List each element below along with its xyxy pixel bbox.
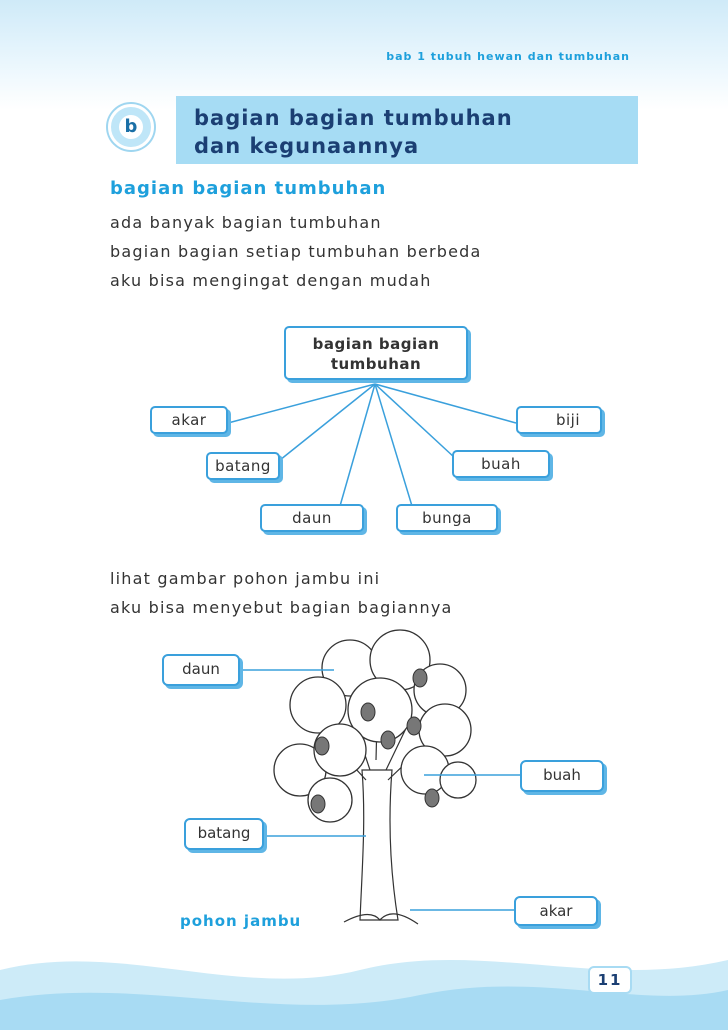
diagram-root: bagian bagian tumbuhan bbox=[284, 326, 468, 380]
diagram-node-batang: batang bbox=[206, 452, 280, 480]
diagram-root-line-1: bagian bagian bbox=[286, 334, 466, 354]
diagram-root-line-2: tumbuhan bbox=[286, 354, 466, 374]
connector-batang bbox=[280, 384, 375, 460]
page-number: 11 bbox=[588, 966, 632, 994]
tree-label-akar: akar bbox=[514, 896, 598, 926]
intro-line: bagian bagian setiap tumbuhan berbeda bbox=[110, 237, 482, 266]
tree-trunk bbox=[360, 770, 398, 920]
tree-intro-line: aku bisa menyebut bagian bagiannya bbox=[110, 593, 453, 622]
section-title-line-1: bagian bagian tumbuhan bbox=[194, 104, 634, 132]
diagram-node-buah: buah bbox=[452, 450, 550, 478]
tree-figure: daun buah batang akar bbox=[0, 620, 728, 960]
diagram-node-akar: akar bbox=[150, 406, 228, 434]
section-title: bagian bagian tumbuhan dan kegunaannya bbox=[194, 104, 634, 160]
parts-diagram: bagian bagian tumbuhan akar biji batang … bbox=[0, 320, 728, 540]
subheading: bagian bagian tumbuhan bbox=[110, 178, 386, 199]
tree-label-daun: daun bbox=[162, 654, 240, 686]
section-badge: b bbox=[108, 104, 154, 150]
running-head: bab 1 tubuh hewan dan tumbuhan bbox=[386, 50, 630, 63]
intro-paragraph: ada banyak bagian tumbuhan bagian bagian… bbox=[110, 208, 482, 295]
diagram-node-biji: biji bbox=[516, 406, 602, 434]
connector-daun bbox=[340, 384, 375, 506]
tree-intro-line: lihat gambar pohon jambu ini bbox=[110, 564, 453, 593]
connector-bunga bbox=[375, 384, 412, 506]
tree-label-batang: batang bbox=[184, 818, 264, 850]
diagram-node-daun: daun bbox=[260, 504, 364, 532]
section-title-line-2: dan kegunaannya bbox=[194, 132, 634, 160]
tree-label-buah: buah bbox=[520, 760, 604, 792]
tree-caption: pohon jambu bbox=[180, 912, 301, 930]
diagram-node-bunga: bunga bbox=[396, 504, 498, 532]
intro-line: aku bisa mengingat dengan mudah bbox=[110, 266, 482, 295]
connector-akar bbox=[228, 384, 375, 423]
section-letter: b bbox=[119, 115, 143, 139]
intro-line: ada banyak bagian tumbuhan bbox=[110, 208, 482, 237]
guava-tree-illustration bbox=[0, 620, 728, 960]
tree-intro-paragraph: lihat gambar pohon jambu ini aku bisa me… bbox=[110, 564, 453, 622]
